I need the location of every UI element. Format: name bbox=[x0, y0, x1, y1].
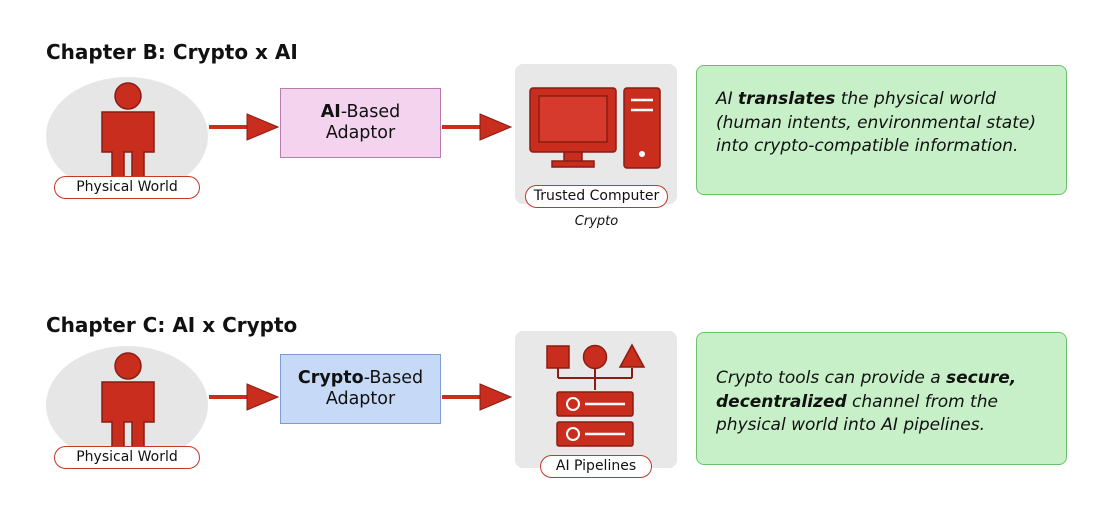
adaptor-c-line2: Adaptor bbox=[325, 389, 396, 409]
desc-c-bold-1: secure, bbox=[946, 368, 1017, 388]
desc-c-text-1: Crypto tools can provide a bbox=[716, 368, 947, 388]
arrow-right-icon bbox=[209, 383, 279, 411]
adaptor-c-rest: -Based bbox=[363, 368, 424, 388]
arrow-right-icon bbox=[442, 383, 512, 411]
desc-c-text-3: channel from the physical world into AI … bbox=[716, 391, 998, 436]
pipeline-icon bbox=[546, 343, 646, 447]
desc-b-text-2: the physical world (human intents, envir… bbox=[716, 89, 1036, 156]
person-icon bbox=[101, 82, 155, 179]
chapter-c-target-label: AI Pipelines bbox=[540, 455, 652, 478]
chapter-b-source-label: Physical World bbox=[54, 176, 200, 199]
chapter-b-target-caption: Crypto bbox=[574, 214, 619, 229]
chapter-b-target-label: Trusted Computer bbox=[525, 185, 668, 208]
chapter-b-description: AI translates the physical world (human … bbox=[696, 65, 1067, 195]
arrow-right-icon bbox=[442, 113, 512, 141]
desc-b-text-1: AI bbox=[716, 89, 739, 109]
desc-b-bold-1: translates bbox=[738, 89, 836, 109]
desc-c-bold-2: decentralized bbox=[716, 391, 847, 412]
adaptor-b-rest: -Based bbox=[340, 102, 401, 122]
person-icon bbox=[101, 352, 155, 449]
computer-icon bbox=[529, 87, 661, 169]
crypto-based-adaptor: Crypto-Based Adaptor bbox=[280, 354, 441, 424]
chapter-b-title: Chapter B: Crypto x AI bbox=[46, 40, 298, 64]
chapter-c-source-label: Physical World bbox=[54, 446, 200, 469]
ai-based-adaptor: AI-Based Adaptor bbox=[280, 88, 441, 158]
adaptor-b-bold: AI bbox=[320, 102, 341, 122]
adaptor-b-line2: Adaptor bbox=[325, 123, 396, 143]
arrow-right-icon bbox=[209, 113, 279, 141]
adaptor-c-bold: Crypto bbox=[297, 368, 364, 388]
chapter-c-description: Crypto tools can provide a secure, decen… bbox=[696, 332, 1067, 465]
chapter-c-title: Chapter C: AI x Crypto bbox=[46, 313, 298, 337]
